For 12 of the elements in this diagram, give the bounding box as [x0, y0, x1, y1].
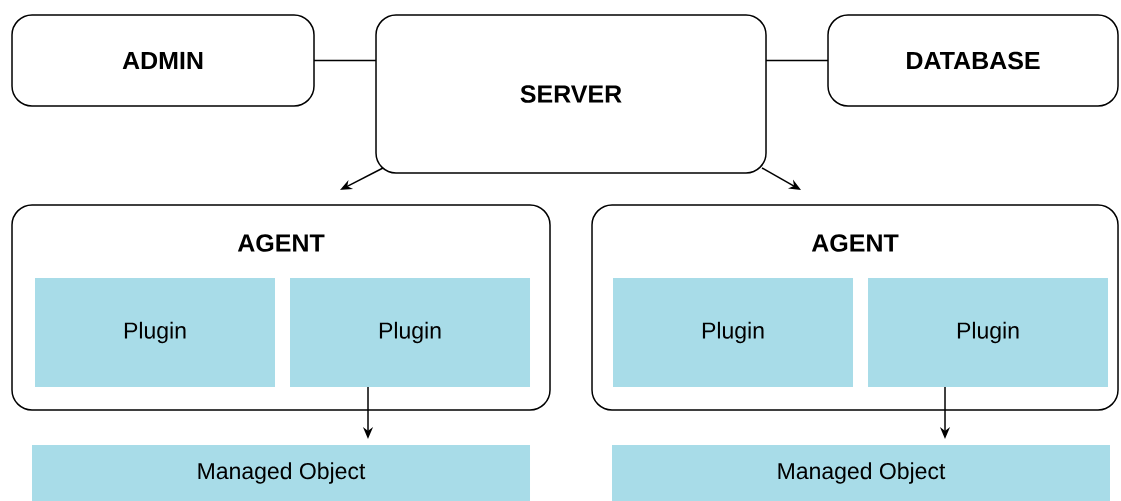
connector-line	[765, 59, 829, 62]
connector-line	[313, 59, 377, 62]
plugin-box: Plugin	[290, 278, 530, 387]
plugin-box: Plugin	[35, 278, 275, 387]
object-box: Managed Object	[32, 445, 530, 501]
plugin-box: Plugin	[613, 278, 853, 387]
rounded-box: DATABASE	[827, 14, 1119, 107]
object-box: Managed Object	[612, 445, 1110, 501]
rounded-box: ADMIN	[11, 14, 315, 107]
arrow	[761, 167, 801, 190]
plugin-box: Plugin	[868, 278, 1108, 387]
rounded-box: SERVER	[375, 14, 767, 174]
